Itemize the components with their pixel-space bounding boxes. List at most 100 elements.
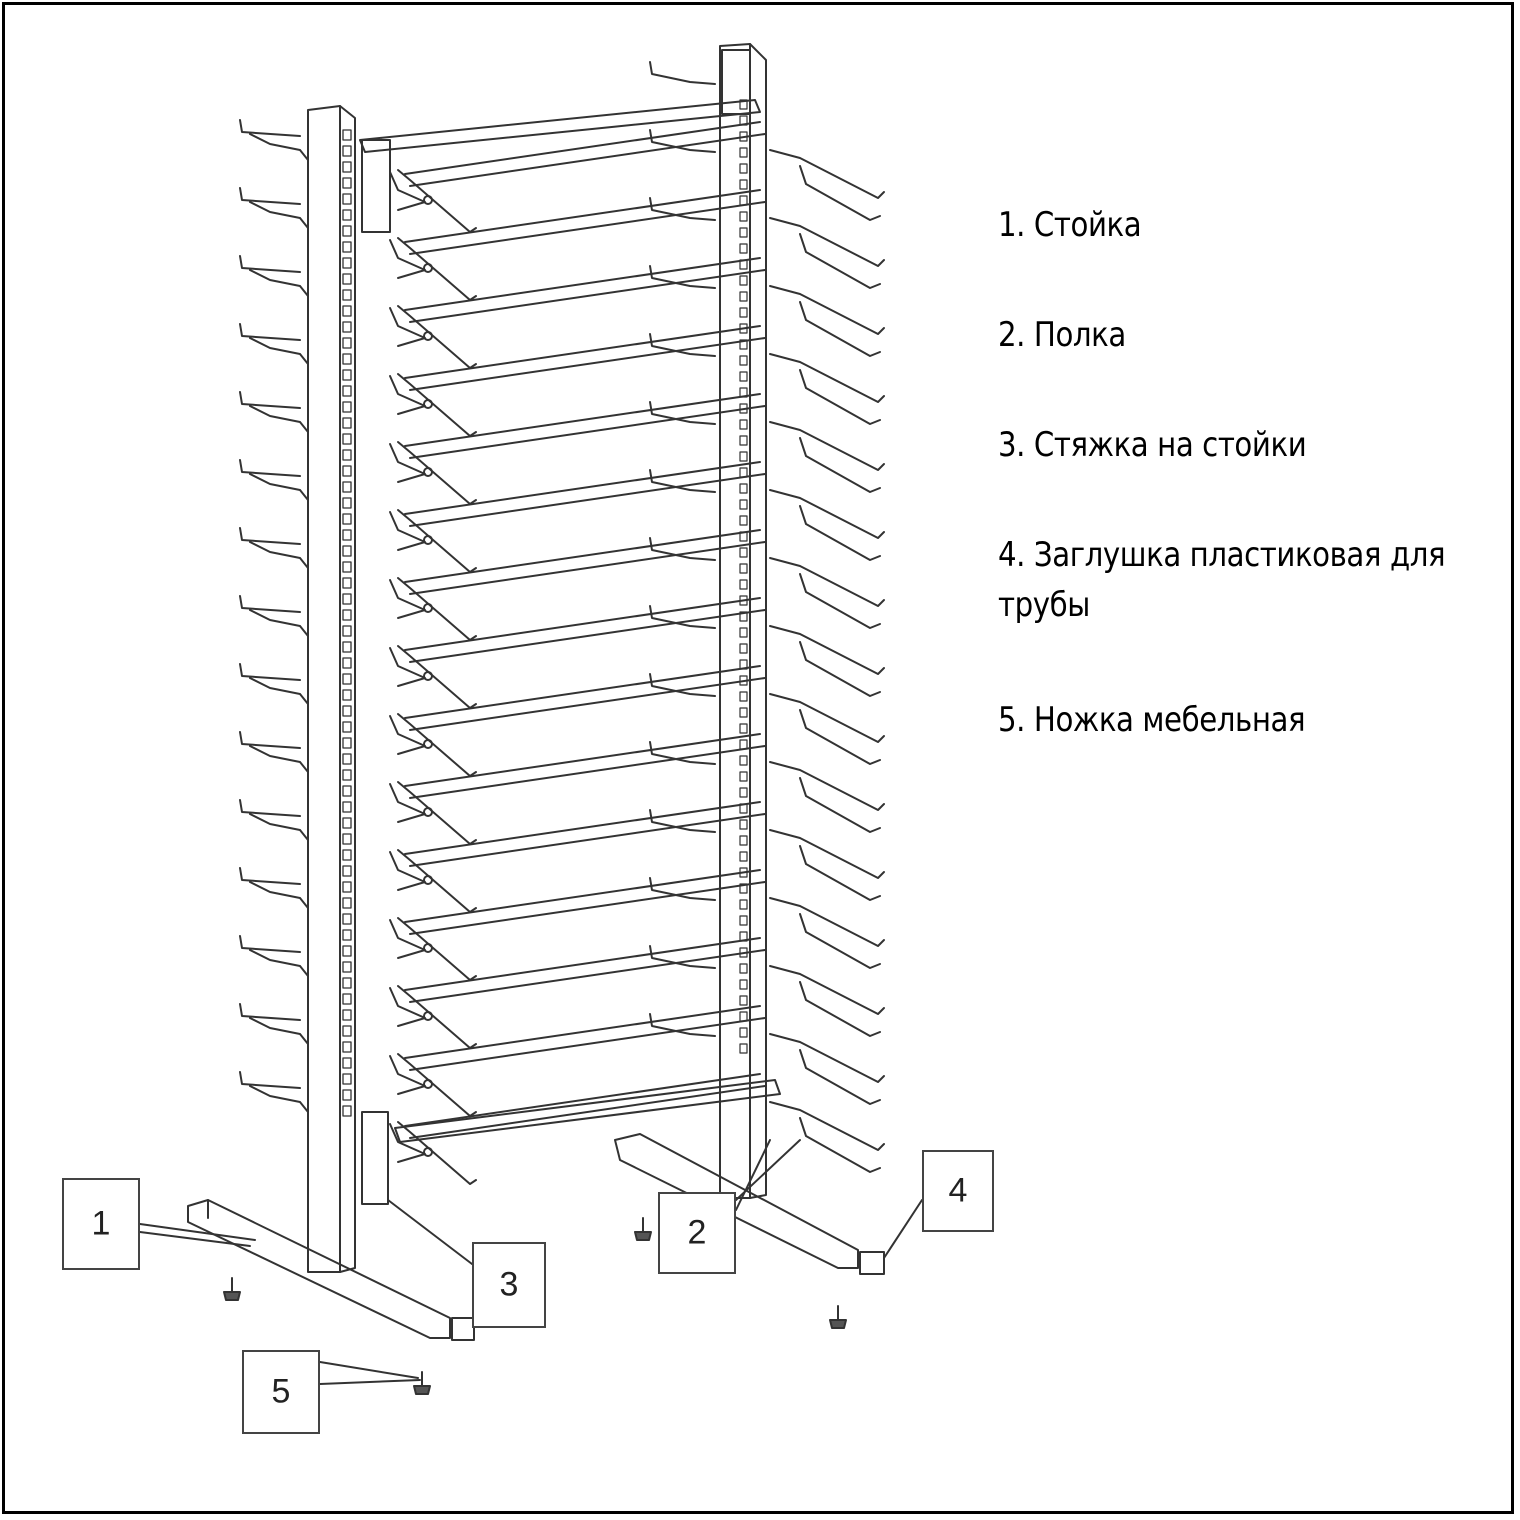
- front-shelf-arm: [397, 781, 477, 845]
- shelf-rod-top: [404, 121, 761, 175]
- left-upright-slot: [342, 1073, 352, 1085]
- right-upright-slot: [739, 851, 748, 862]
- leader-4: [883, 1199, 923, 1259]
- callout-1-number: 1: [91, 1204, 111, 1243]
- front-shelf-bolt: [423, 875, 433, 885]
- leader-2b: [735, 1139, 801, 1201]
- left-side-hook: [239, 867, 301, 885]
- back-shelf-arm: [769, 217, 885, 267]
- left-upright-slot: [342, 1105, 352, 1117]
- back-shelf-arm-lower: [799, 641, 881, 697]
- left-upright-slot: [342, 705, 352, 717]
- left-upright-slot: [342, 145, 352, 157]
- shelf-rod-top: [404, 529, 761, 583]
- left-upright-slot: [342, 465, 352, 477]
- left-side-hook-arm: [249, 609, 309, 637]
- furniture-foot-pad: [223, 1291, 241, 1301]
- left-upright-slot: [342, 993, 352, 1005]
- shelf-rod-bottom: [409, 541, 766, 595]
- left-upright-slot: [342, 609, 352, 621]
- right-upright-slot: [739, 835, 748, 846]
- back-shelf-arm: [769, 829, 885, 879]
- front-shelf-bolt: [423, 807, 433, 817]
- callout-2-number: 2: [687, 1213, 707, 1252]
- right-upright-slot: [739, 627, 748, 638]
- front-shelf-bolt: [423, 467, 433, 477]
- callout-4-number: 4: [948, 1171, 968, 1210]
- left-upright-slot: [342, 481, 352, 493]
- legend-item-upright: 1. Стойка: [998, 205, 1142, 245]
- front-shelf-arm: [397, 645, 477, 709]
- left-upright-slot: [342, 369, 352, 381]
- right-upright-slot: [739, 995, 748, 1006]
- left-upright-slot: [342, 385, 352, 397]
- left-upright-slot: [342, 593, 352, 605]
- left-upright-slot: [342, 353, 352, 365]
- left-side-hook-arm: [249, 269, 309, 297]
- right-upright-slot: [739, 515, 748, 526]
- right-upright-slot: [739, 451, 748, 462]
- back-shelf-arm-lower: [799, 165, 881, 221]
- front-shelf-bolt: [423, 943, 433, 953]
- right-upright-slot: [739, 899, 748, 910]
- inner-hook: [649, 61, 716, 85]
- inner-hook: [649, 673, 716, 697]
- callout-2: 2: [658, 1192, 736, 1274]
- left-upright-slot: [342, 337, 352, 349]
- leader-1b: [139, 1223, 256, 1241]
- shelf-rod-bottom: [409, 201, 766, 255]
- shelf-rod-top: [404, 597, 761, 651]
- right-upright-slot: [739, 1027, 748, 1038]
- back-shelf-arm: [769, 353, 885, 403]
- back-shelf-arm: [769, 897, 885, 947]
- inner-hook: [649, 129, 716, 153]
- front-shelf-hook: [389, 715, 426, 755]
- left-base: [187, 1199, 451, 1339]
- right-upright-slot: [739, 435, 748, 446]
- left-side-hook-arm: [249, 473, 309, 501]
- bottom-tie-bar: [394, 1079, 781, 1143]
- left-side-hook-arm: [249, 949, 309, 977]
- right-upright-slot: [739, 483, 748, 494]
- back-shelf-arm: [769, 1101, 885, 1151]
- back-shelf-arm-lower: [799, 709, 881, 765]
- left-upright-slot: [342, 625, 352, 637]
- right-upright-slot: [739, 99, 748, 110]
- right-upright-slot: [739, 691, 748, 702]
- left-upright-slot: [342, 257, 352, 269]
- front-shelf-hook: [389, 919, 426, 959]
- left-side-hook-arm: [249, 813, 309, 841]
- left-upright-slot: [342, 241, 352, 253]
- left-upright: [307, 105, 356, 1273]
- left-upright-slot: [342, 737, 352, 749]
- left-upright-slot: [342, 1025, 352, 1037]
- left-upright-slot: [342, 801, 352, 813]
- shelf-rod-bottom: [409, 1085, 766, 1139]
- shelf-rod-bottom: [409, 473, 766, 527]
- shelf-rod-top: [404, 257, 761, 311]
- back-shelf-arm-lower: [799, 573, 881, 629]
- left-upright-slot: [342, 513, 352, 525]
- front-shelf-hook: [389, 171, 426, 211]
- back-shelf-arm: [769, 965, 885, 1015]
- right-upright-slot: [739, 467, 748, 478]
- left-side-hook-arm: [249, 745, 309, 773]
- front-shelf-bolt: [423, 195, 433, 205]
- legend-item-shelf: 2. Полка: [998, 315, 1126, 355]
- shelf-rod-bottom: [409, 405, 766, 459]
- left-upright-slot: [342, 305, 352, 317]
- shelf-rod-top: [404, 937, 761, 991]
- left-upright-slot: [342, 1009, 352, 1021]
- left-upright-slot: [342, 209, 352, 221]
- inner-hook: [649, 809, 716, 833]
- left-side-hook-arm: [249, 541, 309, 569]
- left-upright-slot: [342, 961, 352, 973]
- left-upright-slot: [342, 929, 352, 941]
- left-upright-slot: [342, 785, 352, 797]
- front-shelf-arm: [397, 577, 477, 641]
- left-upright-slot: [342, 561, 352, 573]
- left-side-hook: [239, 255, 301, 273]
- left-upright-slot: [342, 817, 352, 829]
- left-upright-slot: [342, 577, 352, 589]
